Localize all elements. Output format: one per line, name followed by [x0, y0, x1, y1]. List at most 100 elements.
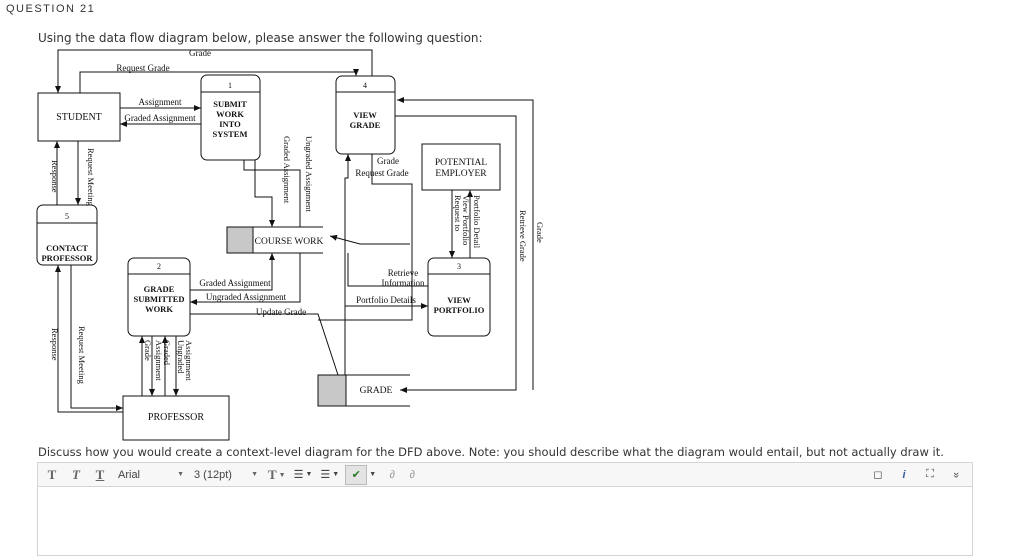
question-header: QUESTION 21 [6, 3, 96, 15]
process-4 [335, 75, 396, 155]
flow-portfolio-detail-vert: Portfolio Detail [472, 195, 482, 249]
chevron-down-icon: ▼ [305, 471, 313, 478]
font-family-select[interactable]: Arial ▼ [118, 466, 184, 484]
process-1-line-4: SYSTEM [213, 129, 248, 139]
flow-grade-right: Grade [535, 222, 545, 243]
flow-grade-4: Grade [377, 156, 399, 166]
spellcheck-icon: ✔ [351, 469, 361, 481]
flow-response-top: Response [50, 160, 60, 193]
process-4-number: 4 [363, 81, 367, 90]
grade-store-label: GRADE [360, 386, 393, 396]
process-1-line-1: SUBMIT [213, 99, 247, 109]
process-3-number: 3 [457, 262, 461, 271]
unlink-icon: ∂ [409, 468, 415, 481]
process-4-line-1: VIEW [353, 110, 377, 120]
student-entity [37, 92, 121, 142]
process-4-line-2: GRADE [350, 120, 381, 130]
editor-toolbar: T T T Arial ▼ 3 (12pt) ▼ T▼ ☰▼ ☰▼ ✔ ▼ ∂ … [37, 462, 973, 486]
flow-grade-p2: Grade [143, 340, 153, 361]
flow-retrieve-info-2: Information [382, 278, 425, 288]
flow-assignment: Assignment [138, 97, 182, 107]
numbered-list-icon: ☰ [320, 469, 331, 481]
font-size-select[interactable]: 3 (12pt) ▼ [194, 466, 258, 484]
fullscreen-icon: ⛶ [926, 468, 934, 480]
unlink-button[interactable]: ∂ [402, 466, 422, 484]
flow-response-bottom: Response [50, 328, 60, 361]
flow-request-to-view-2: View Portfolio [461, 195, 471, 245]
bullet-list-icon: ☰ [293, 469, 304, 481]
process-1-number: 1 [228, 81, 232, 90]
toolbar-right-group: ◻ i ⛶ » [868, 466, 972, 484]
process-1-line-2: WORK [216, 109, 244, 119]
flow-ungraded-p2-1: Ungraded [176, 340, 186, 374]
spellcheck-button[interactable]: ✔ [345, 464, 368, 485]
bold-button[interactable]: T [47, 466, 57, 482]
flow-assignment-graded-1: Assignment [154, 340, 164, 381]
flow-retrieve-info-1: Retrieve [388, 268, 419, 278]
process-5 [36, 204, 98, 266]
flow-request-grade-4: Request Grade [355, 168, 408, 178]
process-5-line-2: PROFESSOR [41, 253, 93, 263]
monitor-icon: ◻ [873, 469, 883, 481]
data-flow-diagram: Grade Request Grade Assignment Graded As… [36, 48, 545, 441]
chevron-down-icon: ▼ [251, 471, 258, 478]
flow-graded-assignment-1: Graded Assignment [124, 113, 196, 123]
info-button[interactable]: i [894, 466, 914, 484]
flow-request-meeting-top: Request Meeting [86, 148, 96, 207]
underline-button[interactable]: T [95, 466, 105, 482]
flow-assignment-graded-2: Graded [162, 340, 172, 366]
flow-request-meeting-bottom: Request Meeting [77, 326, 87, 385]
professor-label: PROFESSOR [148, 412, 204, 423]
employer-label-1: POTENTIAL [435, 158, 487, 168]
process-1-line-3: INTO [219, 119, 241, 129]
link-button[interactable]: ∂ [382, 466, 402, 484]
process-2-number: 2 [157, 262, 161, 271]
preview-button[interactable]: ◻ [868, 466, 888, 484]
chevron-down-icon: ▼ [369, 471, 377, 478]
text-color-icon: T [268, 466, 277, 482]
process-2 [127, 257, 191, 337]
italic-button[interactable]: T [72, 466, 80, 482]
font-size-value: 3 (12pt) [194, 468, 232, 481]
process-2-line-1: GRADE [144, 284, 175, 294]
font-family-value: Arial [118, 468, 141, 481]
flow-ungraded-assignment-vert: Ungraded Assignment [304, 136, 314, 212]
question-prompt: Using the data flow diagram below, pleas… [38, 31, 483, 45]
employer-entity [421, 143, 501, 191]
process-2-line-2: SUBMITTED [133, 294, 184, 304]
chevron-double-down-icon: » [950, 471, 962, 478]
process-2-line-3: WORK [145, 304, 173, 314]
process-3-line-2: PORTFOLIO [434, 305, 485, 315]
process-5-line-1: CONTACT [46, 243, 88, 253]
flow-graded-assignment-vert: Graded Assignment [282, 136, 292, 204]
coursework-store-label: COURSE WORK [255, 237, 324, 247]
chevron-down-icon: ▼ [177, 471, 184, 478]
employer-label-2: EMPLOYER [435, 169, 487, 179]
flow-graded-assignment-2: Graded Assignment [199, 278, 271, 288]
student-label: STUDENT [56, 112, 102, 123]
flow-request-to-view-1: Request to [453, 195, 463, 231]
process-3-line-1: VIEW [447, 295, 471, 305]
process-5-number: 5 [65, 212, 69, 221]
question-discuss-text: Discuss how you would create a context-l… [38, 445, 944, 459]
grade-store-tab [317, 374, 347, 407]
bullet-list-button[interactable]: ☰▼ [292, 466, 315, 484]
link-icon: ∂ [389, 468, 395, 481]
process-3 [427, 257, 491, 337]
flow-request-grade-top: Request Grade [116, 63, 169, 73]
fullscreen-button[interactable]: ⛶ [920, 466, 940, 484]
text-color-button[interactable]: T▼ [266, 466, 288, 484]
numbered-list-button[interactable]: ☰▼ [318, 466, 341, 484]
flow-ungraded-p2-2: Assignment [184, 340, 194, 381]
process-1 [200, 74, 261, 161]
toggle-toolbar-button[interactable]: » [947, 465, 965, 485]
info-icon: i [902, 468, 906, 481]
flow-retrieve-grade: Retrieve Grade [518, 210, 528, 262]
flow-grade-top: Grade [189, 48, 211, 58]
coursework-store-tab [226, 226, 254, 254]
flow-portfolio-details: Portfolio Details [356, 295, 416, 305]
flow-update-grade: Update Grade [256, 307, 306, 317]
answer-editor[interactable] [37, 486, 973, 556]
flow-ungraded-assignment-2: Ungraded Assignment [206, 292, 287, 302]
chevron-down-icon: ▼ [332, 471, 340, 478]
